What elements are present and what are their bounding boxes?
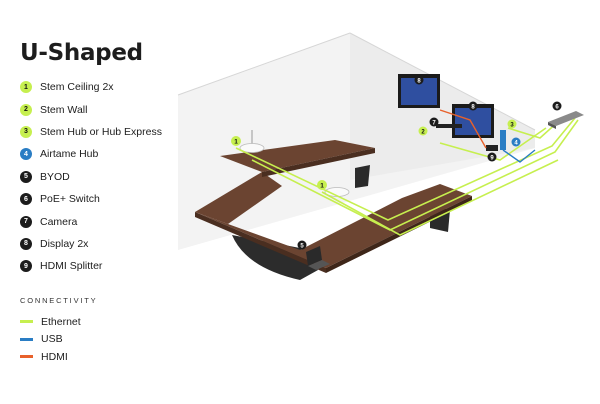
legend-label: BYOD bbox=[40, 170, 70, 183]
stem-hub-marker: 3 bbox=[507, 119, 517, 129]
markers: 1 1 2 3 4 5 6 7 8 8 9 bbox=[231, 75, 562, 250]
legend-label: PoE+ Switch bbox=[40, 193, 100, 206]
svg-text:6: 6 bbox=[555, 105, 559, 111]
display-right-screen bbox=[455, 108, 491, 135]
connectivity-swatch bbox=[20, 355, 33, 359]
svg-text:5: 5 bbox=[300, 244, 304, 250]
airtame-hub-marker: 4 bbox=[511, 137, 521, 147]
svg-text:7: 7 bbox=[432, 121, 436, 127]
legend-number-badge: 4 bbox=[20, 148, 32, 161]
legend-item: 1 Stem Ceiling 2x bbox=[20, 76, 190, 98]
svg-text:4: 4 bbox=[514, 141, 518, 147]
legend-label: Stem Ceiling 2x bbox=[40, 81, 114, 94]
legend-label: Stem Wall bbox=[40, 103, 88, 116]
legend-number-badge: 9 bbox=[20, 260, 32, 273]
legend-label: Airtame Hub bbox=[40, 148, 99, 161]
byod-laptop bbox=[306, 246, 330, 270]
stem-ceiling-center-marker: 1 bbox=[317, 180, 327, 190]
legend-label: Camera bbox=[40, 215, 78, 228]
legend-label: Stem Hub or Hub Express bbox=[40, 125, 162, 138]
legend-item: 7 Camera bbox=[20, 210, 190, 232]
stem-ceiling-left bbox=[239, 143, 265, 153]
legend-item: 9 HDMI Splitter bbox=[20, 255, 190, 277]
connectivity-item: HDMI bbox=[20, 348, 190, 366]
table-bottom-edge bbox=[195, 212, 326, 273]
connectivity-item: USB bbox=[20, 331, 190, 349]
svg-text:1: 1 bbox=[234, 139, 238, 146]
legend-item: 2 Stem Wall bbox=[20, 98, 190, 120]
stem-wall-device bbox=[436, 124, 462, 128]
wall-edge-right bbox=[349, 32, 536, 131]
legend-number-badge: 2 bbox=[20, 103, 32, 116]
legend-item: 3 Stem Hub or Hub Express bbox=[20, 121, 190, 143]
wall-edge-top bbox=[177, 32, 351, 96]
svg-text:1: 1 bbox=[320, 183, 324, 190]
legend-number-badge: 5 bbox=[20, 170, 32, 183]
legend-item: 5 BYOD bbox=[20, 166, 190, 188]
legend-number-badge: 6 bbox=[20, 193, 32, 206]
stem-ceiling-left-marker: 1 bbox=[231, 136, 241, 146]
svg-text:9: 9 bbox=[490, 156, 494, 162]
connectivity-swatch bbox=[20, 337, 33, 341]
legend-label: Display 2x bbox=[40, 237, 89, 250]
legend-item: 8 Display 2x bbox=[20, 233, 190, 255]
hdmi-splitter-marker: 9 bbox=[487, 152, 497, 162]
usb-cable bbox=[502, 149, 536, 163]
legend-label: HDMI Splitter bbox=[40, 260, 103, 273]
svg-text:8: 8 bbox=[471, 105, 475, 111]
table-left-side bbox=[195, 172, 282, 224]
poe-switch-marker: 6 bbox=[552, 101, 562, 111]
camera-marker: 7 bbox=[429, 117, 439, 127]
legend-item: 4 Airtame Hub bbox=[20, 143, 190, 165]
legend-list: 1 Stem Ceiling 2x 2 Stem Wall 3 Stem Hub or H… bbox=[20, 76, 190, 278]
connectivity-item: Ethernet bbox=[20, 313, 190, 331]
connectivity-label: Ethernet bbox=[41, 315, 81, 328]
diagram-title: U-Shaped bbox=[20, 40, 143, 66]
table-top-edge bbox=[262, 148, 375, 177]
legend-item: 6 PoE+ Switch bbox=[20, 188, 190, 210]
hdmi-cable bbox=[439, 109, 487, 149]
poe-switch-device bbox=[548, 111, 584, 129]
connectivity-title: CONNECTIVITY bbox=[20, 296, 98, 305]
display-left-marker: 8 bbox=[414, 75, 424, 85]
table-bottom-arm bbox=[195, 184, 472, 268]
connectivity-swatch bbox=[20, 320, 33, 324]
legend-panel: U-Shaped 1 Stem Ceiling 2x 2 Stem Wall 3 Stem… bbox=[20, 40, 190, 278]
side-wall bbox=[350, 33, 535, 180]
connectivity-label: USB bbox=[41, 333, 63, 346]
stem-wall-marker: 2 bbox=[418, 126, 428, 136]
display-right-marker: 8 bbox=[468, 101, 478, 111]
svg-text:3: 3 bbox=[510, 123, 514, 129]
connectivity-label: HDMI bbox=[41, 350, 68, 363]
legend-number-badge: 1 bbox=[20, 81, 32, 94]
byod-marker: 5 bbox=[297, 240, 307, 250]
table-base bbox=[232, 235, 318, 280]
airtame-hub-device bbox=[500, 130, 506, 150]
table-leg-top bbox=[355, 165, 370, 188]
legend-number-badge: 7 bbox=[20, 215, 32, 228]
svg-text:8: 8 bbox=[417, 79, 421, 85]
legend-number-badge: 8 bbox=[20, 237, 32, 250]
legend-number-badge: 3 bbox=[20, 125, 32, 138]
hdmi-splitter-device bbox=[486, 145, 498, 151]
svg-text:2: 2 bbox=[421, 130, 425, 136]
